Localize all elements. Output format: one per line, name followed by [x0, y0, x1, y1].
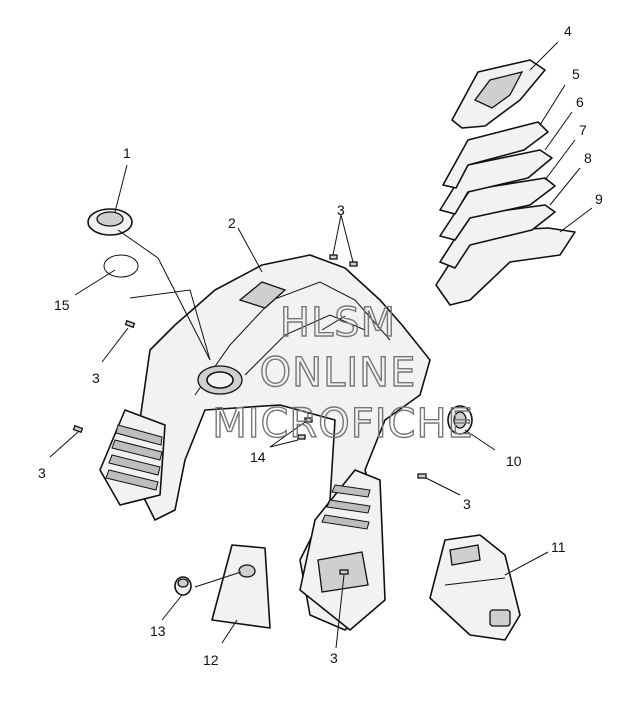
leader-lines [49, 41, 593, 649]
callout-3-bottom: 3 [330, 650, 338, 666]
bezel-stack [435, 59, 576, 306]
callouts: 4 5 6 7 8 9 1 15 2 3 3 3 14 10 3 11 13 1… [38, 23, 603, 668]
svg-text:ONLINE: ONLINE [260, 350, 417, 396]
watermark: HLSM ONLINE MICROFICHE [211, 299, 474, 447]
callout-5: 5 [572, 66, 580, 82]
cover-plate [211, 544, 271, 629]
callout-1: 1 [123, 145, 131, 161]
layer-4-window [474, 71, 524, 109]
grommet [87, 208, 133, 236]
connector [447, 405, 473, 435]
callout-12: 12 [203, 652, 219, 668]
callout-3-top: 3 [337, 202, 345, 218]
callout-3-right: 3 [463, 496, 471, 512]
callout-11: 11 [551, 539, 566, 555]
callout-8: 8 [584, 150, 592, 166]
o-ring [103, 254, 139, 278]
callout-9: 9 [595, 191, 603, 207]
callout-2: 2 [228, 215, 236, 231]
layer-5 [442, 121, 549, 189]
callout-13: 13 [150, 623, 166, 639]
callout-3-far-left: 3 [38, 465, 46, 481]
callout-15: 15 [54, 297, 70, 313]
callout-7: 7 [579, 122, 587, 138]
left-vent [99, 409, 166, 506]
svg-text:HLSM: HLSM [280, 300, 396, 346]
callout-4: 4 [564, 23, 572, 39]
screws [72, 254, 427, 575]
callout-10: 10 [506, 453, 522, 469]
housing [429, 534, 521, 641]
callout-3-left: 3 [92, 370, 100, 386]
plug [174, 576, 192, 596]
svg-text:MICROFICHE: MICROFICHE [212, 401, 474, 447]
callout-6: 6 [576, 94, 584, 110]
callout-14: 14 [250, 449, 266, 465]
